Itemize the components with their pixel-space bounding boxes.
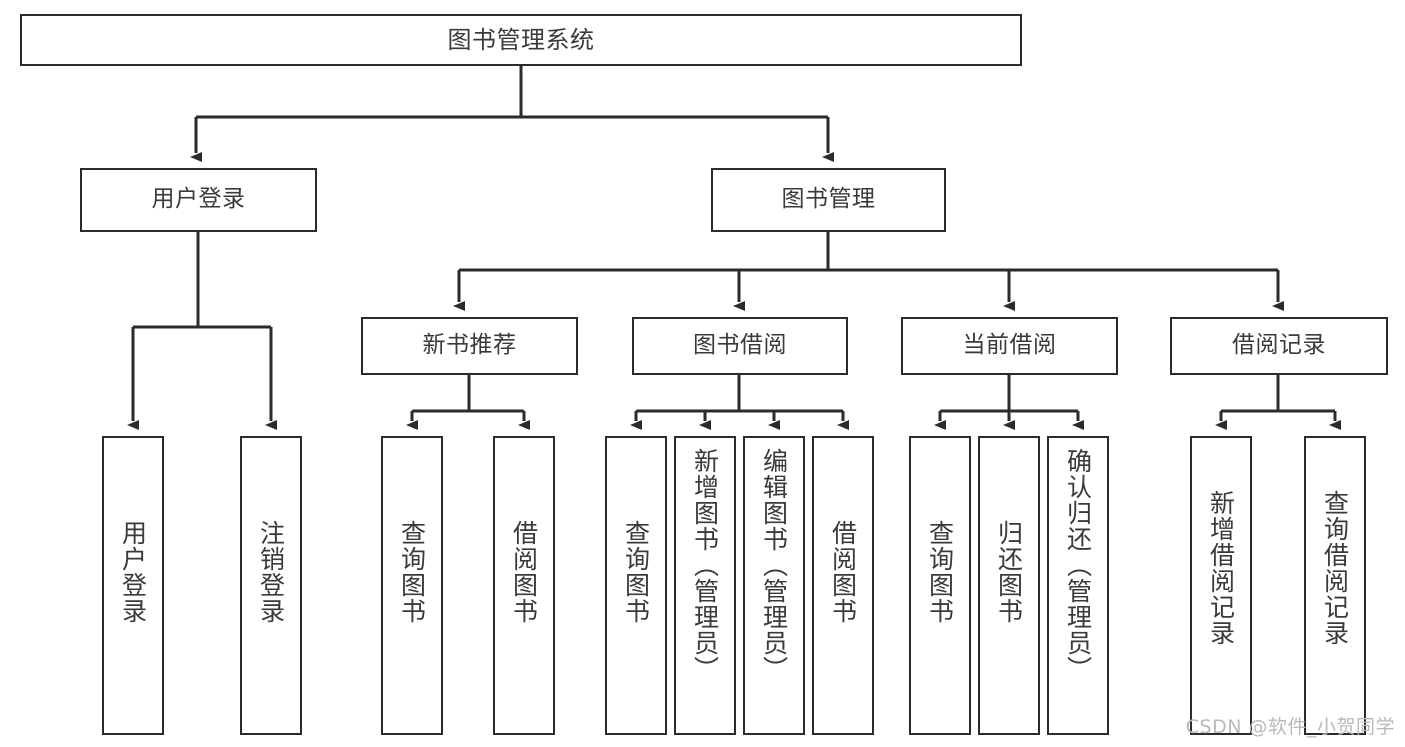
node-label: 新增图书（管理员） — [690, 448, 720, 682]
leaf-borrow-record-query-record[interactable]: 查询借阅记录 — [1304, 436, 1366, 735]
leaf-book-borrow-borrow-books[interactable]: 借阅图书 — [812, 436, 874, 735]
node-borrow-records[interactable]: 借阅记录 — [1170, 317, 1388, 375]
leaf-current-borrow-return-books[interactable]: 归还图书 — [978, 436, 1040, 735]
node-label: 新增借阅记录 — [1206, 490, 1236, 646]
node-book-management[interactable]: 图书管理 — [711, 168, 946, 232]
node-label: 借阅图书 — [509, 520, 539, 624]
node-label: 图书借阅 — [693, 332, 787, 359]
node-label: 借阅图书 — [828, 520, 858, 624]
leaf-current-borrow-query-books[interactable]: 查询图书 — [909, 436, 971, 735]
node-user-login[interactable]: 用户登录 — [80, 168, 317, 232]
node-label: 当前借阅 — [962, 332, 1057, 359]
node-label: 查询图书 — [397, 520, 427, 624]
node-current-borrowing[interactable]: 当前借阅 — [901, 317, 1118, 375]
leaf-book-borrow-query-books[interactable]: 查询图书 — [605, 436, 667, 735]
leaf-new-book-borrow-books[interactable]: 借阅图书 — [493, 436, 555, 735]
node-label: 查询图书 — [925, 520, 955, 624]
leaf-current-borrow-confirm-return-admin[interactable]: 确认归还（管理员） — [1047, 436, 1109, 735]
node-label: 用户登录 — [118, 520, 148, 624]
leaf-borrow-record-add-record[interactable]: 新增借阅记录 — [1190, 436, 1252, 735]
leaf-user-login-login[interactable]: 用户登录 — [102, 436, 164, 735]
leaf-book-borrow-edit-book-admin[interactable]: 编辑图书（管理员） — [743, 436, 805, 735]
node-label: 查询借阅记录 — [1320, 490, 1350, 646]
node-label: 归还图书 — [994, 520, 1024, 624]
node-new-book-recommendation[interactable]: 新书推荐 — [361, 317, 578, 375]
node-label: 编辑图书（管理员） — [759, 448, 789, 682]
node-label: 图书管理系统 — [447, 25, 595, 54]
node-label: 图书管理 — [781, 186, 876, 213]
node-label: 确认归还（管理员） — [1063, 448, 1093, 682]
node-label: 用户登录 — [151, 186, 246, 213]
node-root-book-management-system[interactable]: 图书管理系统 — [20, 14, 1022, 66]
node-label: 查询图书 — [621, 520, 651, 624]
node-label: 注销登录 — [256, 520, 286, 624]
leaf-new-book-query-books[interactable]: 查询图书 — [381, 436, 443, 735]
leaf-user-login-logout[interactable]: 注销登录 — [240, 436, 302, 735]
node-book-borrowing[interactable]: 图书借阅 — [632, 317, 848, 375]
node-label: 新书推荐 — [422, 332, 517, 359]
leaf-book-borrow-add-book-admin[interactable]: 新增图书（管理员） — [674, 436, 736, 735]
node-label: 借阅记录 — [1232, 332, 1326, 359]
